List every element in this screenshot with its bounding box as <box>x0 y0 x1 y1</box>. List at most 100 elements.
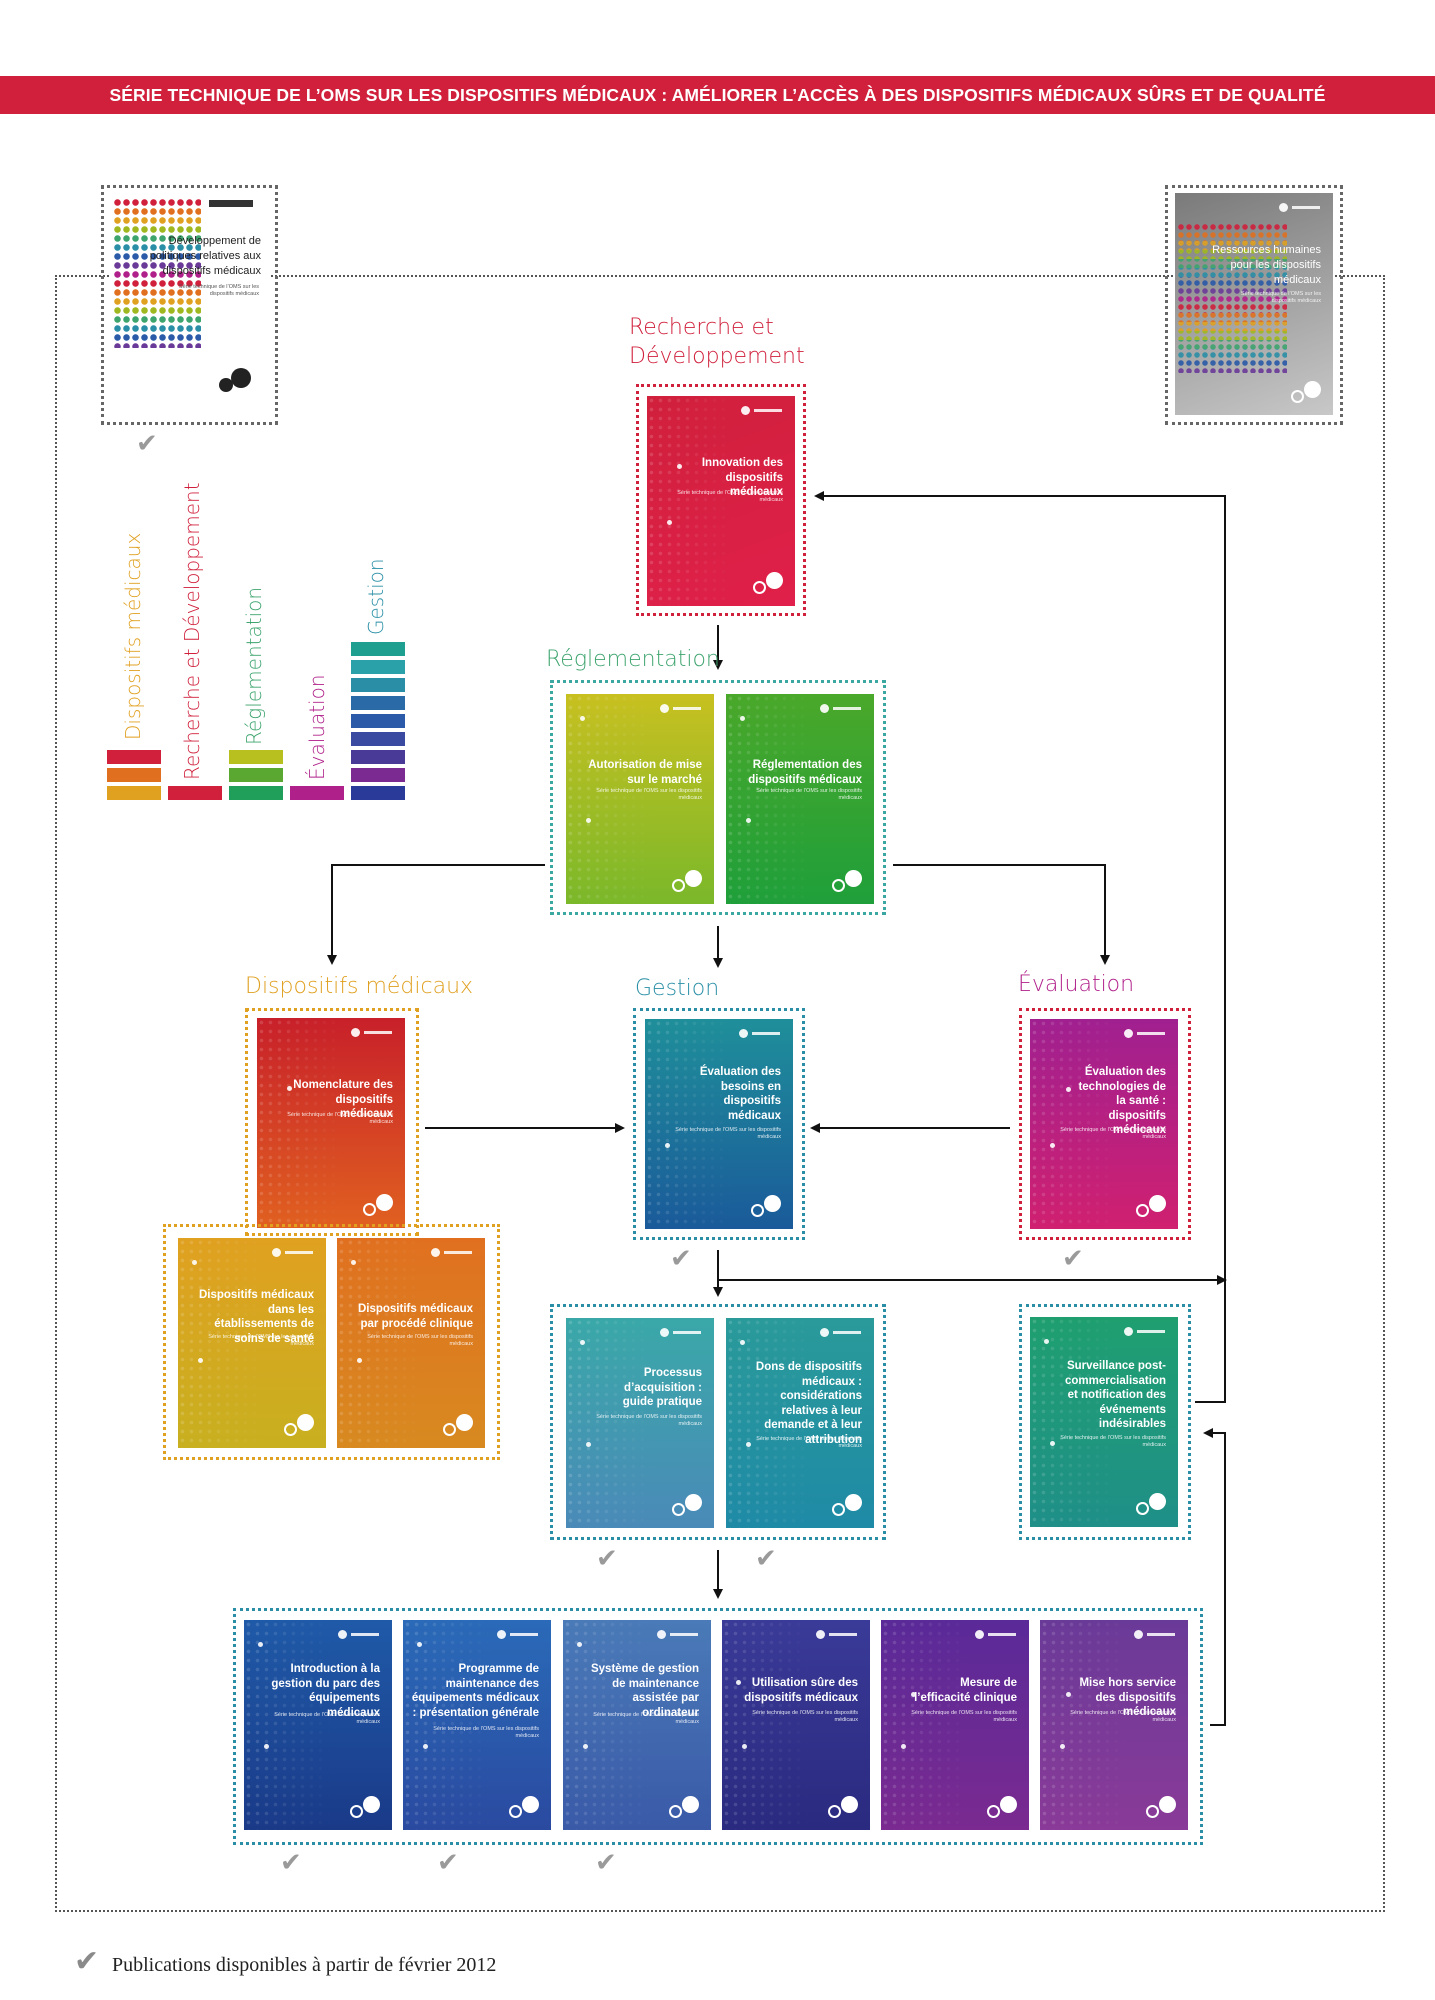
bullet-dot <box>1066 1087 1071 1092</box>
cover-subtitle: Série technique de l’OMS sur les disposi… <box>367 1334 473 1347</box>
who-logo <box>1124 1029 1165 1038</box>
cover-icons <box>509 1796 539 1818</box>
cover-subtitle: Série technique de l’OMS sur les disposi… <box>274 1712 380 1725</box>
cover-efficacite[interactable]: Mesure de l’efficacité clinique Série te… <box>881 1620 1029 1830</box>
cover-icons <box>1136 1195 1166 1217</box>
cover-icons <box>1136 1493 1166 1515</box>
cover-besoins[interactable]: Évaluation des besoins en dispositifs mé… <box>645 1019 793 1229</box>
cover-subtitle: Série technique de l’OMS sur les disposi… <box>1240 291 1321 304</box>
who-logo <box>975 1630 1016 1639</box>
cover-autorisation[interactable]: Autorisation de mise sur le marché Série… <box>566 694 714 904</box>
check-politiques: ✔ <box>136 429 158 459</box>
cover-title: Évaluation des besoins en dispositifs mé… <box>699 1066 781 1122</box>
cover-dons[interactable]: Dons de dispositifs médicaux : considéra… <box>726 1318 874 1528</box>
section-title-reglementation: Réglementation <box>546 647 720 672</box>
bullet-dot <box>586 818 591 823</box>
series-banner: SÉRIE TECHNIQUE DE L’OMS SUR LES DISPOSI… <box>0 76 1435 114</box>
cover-dots <box>726 694 874 904</box>
bullet-dot <box>577 1642 582 1647</box>
who-logo <box>351 1028 392 1037</box>
who-logo <box>660 1328 701 1337</box>
cover-subtitle: Série technique de l’OMS sur les disposi… <box>756 1436 862 1449</box>
cover-subtitle: Série technique de l’OMS sur les disposi… <box>433 1726 539 1739</box>
bullet-dot <box>192 1260 197 1265</box>
cover-subtitle: Série technique de l’OMS sur les disposi… <box>596 788 702 801</box>
cover-dots <box>566 694 714 904</box>
cover-icons <box>828 1796 858 1818</box>
cover-nomenclature[interactable]: Nomenclature des dispositifs médicaux Sé… <box>257 1018 405 1228</box>
cover-title: Dispositifs médicaux par procédé cliniqu… <box>357 1303 473 1330</box>
cover-title: Dons de dispositifs médicaux : considéra… <box>755 1361 862 1446</box>
who-logo <box>739 1029 780 1038</box>
check-acquisition: ✔ <box>596 1544 618 1574</box>
cover-technologies[interactable]: Évaluation des technologies de la santé … <box>1030 1019 1178 1229</box>
cover-icons <box>753 572 783 594</box>
cover-subtitle: Série technique de l’OMS sur les disposi… <box>756 788 862 801</box>
bullet-dot <box>198 1358 203 1363</box>
bullet-dot <box>1050 1143 1055 1148</box>
cover-subtitle: Série technique de l’OMS sur les disposi… <box>677 490 783 503</box>
cover-subtitle: Série technique de l’OMS sur les disposi… <box>1070 1710 1176 1723</box>
legend-label-evaluation: Évaluation <box>305 674 329 780</box>
cover-title: Utilisation sûre des dispositifs médicau… <box>744 1677 858 1704</box>
cover-title: Dispositifs médicaux dans les établissem… <box>198 1289 314 1345</box>
section-title-recherche: Recherche et Développement <box>629 315 805 369</box>
cover-dots <box>178 1238 326 1448</box>
footer-check-icon: ✔ <box>74 1944 100 1979</box>
cover-icons <box>350 1796 380 1818</box>
cover-mise-hors[interactable]: Mise hors service des dispositifs médica… <box>1040 1620 1188 1830</box>
cover-innovation[interactable]: Innovation des dispositifs médicaux Séri… <box>647 396 795 606</box>
cover-title: Autorisation de mise sur le marché <box>588 759 702 786</box>
cover-dots <box>563 1620 711 1830</box>
cover-acquisition[interactable]: Processus d’acquisition : guide pratique… <box>566 1318 714 1528</box>
cover-icons <box>1146 1796 1176 1818</box>
bullet-dot <box>901 1744 906 1749</box>
cover-subtitle: Série technique de l’OMS sur les disposi… <box>178 284 259 297</box>
bullet-dot <box>746 1442 751 1447</box>
cover-reglementation[interactable]: Réglementation des dispositifs médicaux … <box>726 694 874 904</box>
bullet-dot <box>583 1744 588 1749</box>
cover-icons <box>363 1194 393 1216</box>
cover-parc[interactable]: Introduction à la gestion du parc des éq… <box>244 1620 392 1830</box>
cover-icons <box>832 870 862 892</box>
cover-surveillance[interactable]: Surveillance post-commercialisation et n… <box>1030 1317 1178 1527</box>
cover-dots <box>645 1019 793 1229</box>
outer-frame <box>55 275 1385 1912</box>
acquisition-dons-frame <box>550 1304 886 1540</box>
bullet-dot <box>264 1744 269 1749</box>
cover-icons <box>219 368 251 392</box>
who-logo <box>660 704 701 713</box>
who-logo <box>820 1328 861 1337</box>
cover-title: Développement de politiques relatives au… <box>149 235 261 277</box>
cover-politiques[interactable]: Développement de politiques relatives au… <box>109 192 271 418</box>
bullet-dot <box>580 1340 585 1345</box>
bullet-dot <box>1066 1692 1071 1697</box>
cover-procede[interactable]: Dispositifs médicaux par procédé cliniqu… <box>337 1238 485 1448</box>
bullet-dot <box>911 1692 916 1697</box>
cover-gmao[interactable]: Système de gestion de maintenance assist… <box>563 1620 711 1830</box>
cover-subtitle: Série technique de l’OMS sur les disposi… <box>287 1112 393 1125</box>
legend-label-gestion: Gestion <box>364 558 388 635</box>
who-logo <box>1279 203 1320 212</box>
cover-etablissements[interactable]: Dispositifs médicaux dans les établissem… <box>178 1238 326 1448</box>
cover-title: Mesure de l’efficacité clinique <box>914 1677 1017 1704</box>
surveillance-frame <box>1019 1304 1191 1540</box>
bullet-dot <box>1050 1441 1055 1446</box>
cover-dots <box>1030 1317 1178 1527</box>
check-besoins: ✔ <box>670 1244 692 1274</box>
bullet-dot <box>1060 1744 1065 1749</box>
cover-maintenance[interactable]: Programme de maintenance des équipements… <box>403 1620 551 1830</box>
legend-label-dispositifs: Dispositifs médicaux <box>121 532 145 740</box>
cover-dots <box>566 1318 714 1528</box>
cover-ressources[interactable]: Ressources humaines pour les dispositifs… <box>1175 193 1333 415</box>
section-title-dispositifs: Dispositifs médicaux <box>245 974 474 999</box>
check-maintenance: ✔ <box>437 1848 459 1878</box>
legend-label-recherche: Recherche et Développement <box>180 482 204 780</box>
bullet-dot <box>417 1642 422 1647</box>
cover-utilisation[interactable]: Utilisation sûre des dispositifs médicau… <box>722 1620 870 1830</box>
multicolor-dots <box>1177 223 1287 373</box>
bullet-dot <box>740 716 745 721</box>
bullet-dot <box>351 1260 356 1265</box>
cover-icons <box>672 870 702 892</box>
